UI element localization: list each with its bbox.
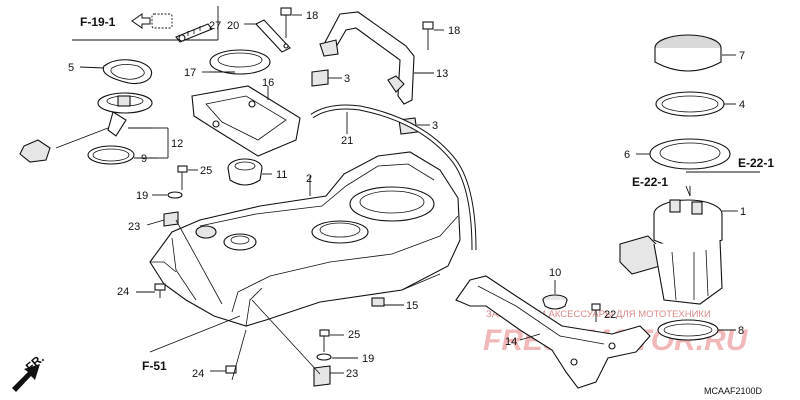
callout-27[interactable]: 27 xyxy=(209,20,221,32)
callout-22[interactable]: 22 xyxy=(604,309,616,321)
callout-2[interactable]: 2 xyxy=(306,173,312,185)
part-9-o-ring xyxy=(87,145,168,165)
part-4-ring xyxy=(655,91,736,117)
callout-3-b[interactable]: 3 xyxy=(432,120,438,132)
callout-18-a[interactable]: 18 xyxy=(306,10,318,22)
part-5-seal-plate xyxy=(79,59,153,85)
part-12-fuel-level-sender xyxy=(19,92,169,163)
part-15-bolt xyxy=(371,297,404,307)
part-18-bolt-a xyxy=(280,7,302,38)
reference-box-f19-1: F-19-1 xyxy=(72,6,219,43)
watermark-text: ЗАПЧАСТИ И АКСЕССУАРЫ ДЛЯ МОТОТЕХНИКИ xyxy=(486,309,711,320)
part-17-packing xyxy=(202,49,271,75)
clip-outline-icon xyxy=(151,13,173,29)
part-20-strip xyxy=(244,19,291,53)
part-2-fuel-tank xyxy=(149,151,461,327)
part-25-bolt-b xyxy=(319,329,344,352)
callout-19-a[interactable]: 19 xyxy=(136,190,148,202)
callout-17[interactable]: 17 xyxy=(184,67,196,79)
callout-20[interactable]: 20 xyxy=(227,20,239,32)
callout-7[interactable]: 7 xyxy=(739,50,745,62)
callout-9[interactable]: 9 xyxy=(141,153,147,165)
callout-24-a[interactable]: 24 xyxy=(117,286,129,298)
part-11-fuel-cap xyxy=(227,158,272,186)
callout-10[interactable]: 10 xyxy=(549,267,561,279)
part-10-rubber xyxy=(542,280,568,310)
part-16-cover xyxy=(191,85,301,157)
reference-e22-1-top[interactable]: E-22-1 xyxy=(738,156,774,170)
part-3-rubber-a xyxy=(311,69,342,87)
callout-21[interactable]: 21 xyxy=(341,135,353,147)
callout-25-a[interactable]: 25 xyxy=(200,165,212,177)
part-23-grommet-b xyxy=(313,365,344,387)
part-25-bolt-a xyxy=(177,165,198,190)
part-7-cap xyxy=(654,34,736,72)
callout-4[interactable]: 4 xyxy=(739,99,745,111)
part-27-clip xyxy=(175,23,213,43)
callout-8[interactable]: 8 xyxy=(738,325,744,337)
part-24-bolt-b xyxy=(210,365,237,374)
leader-lines xyxy=(149,219,321,381)
part-1-fuel-pump xyxy=(619,199,738,305)
callout-15[interactable]: 15 xyxy=(406,300,418,312)
reference-f51[interactable]: F-51 xyxy=(142,359,167,373)
part-13-tank-band xyxy=(319,11,434,105)
callout-25-b[interactable]: 25 xyxy=(348,329,360,341)
part-14-bracket xyxy=(455,275,651,389)
callout-14[interactable]: 14 xyxy=(505,336,517,348)
callout-12[interactable]: 12 xyxy=(171,138,183,150)
callout-24-b[interactable]: 24 xyxy=(192,368,204,380)
reference-e22-1-bottom[interactable]: E-22-1 xyxy=(632,175,668,189)
callout-19-b[interactable]: 19 xyxy=(362,353,374,365)
callout-3-a[interactable]: 3 xyxy=(344,73,350,85)
diagram-code: MCAAF2100D xyxy=(704,386,763,396)
callout-5[interactable]: 5 xyxy=(68,62,74,74)
callout-23-b[interactable]: 23 xyxy=(346,368,358,380)
part-22-bolt xyxy=(591,303,601,322)
part-19-washer-a xyxy=(152,191,183,199)
part-24-bolt-a xyxy=(136,283,166,298)
part-19-washer-b xyxy=(316,353,358,361)
callout-13[interactable]: 13 xyxy=(436,68,448,80)
e22-bracket-lines xyxy=(685,171,760,197)
callout-11[interactable]: 11 xyxy=(276,169,287,181)
callout-18-b[interactable]: 18 xyxy=(448,25,460,37)
callout-6[interactable]: 6 xyxy=(624,149,630,161)
part-8-o-ring xyxy=(657,319,736,341)
part-6-packing xyxy=(636,138,731,170)
part-21-tube xyxy=(310,104,477,251)
part-23-grommet-a xyxy=(146,211,179,227)
callouts: 27 20 18 18 5 17 3 13 16 3 21 12 9 25 11… xyxy=(68,10,746,380)
callout-1[interactable]: 1 xyxy=(740,206,746,218)
arrow-left-icon xyxy=(131,13,151,29)
callout-23-a[interactable]: 23 xyxy=(128,221,140,233)
callout-16[interactable]: 16 xyxy=(262,77,274,89)
front-direction-arrow xyxy=(12,364,40,392)
reference-f19-1[interactable]: F-19-1 xyxy=(80,15,116,29)
part-18-bolt-b xyxy=(422,21,444,50)
